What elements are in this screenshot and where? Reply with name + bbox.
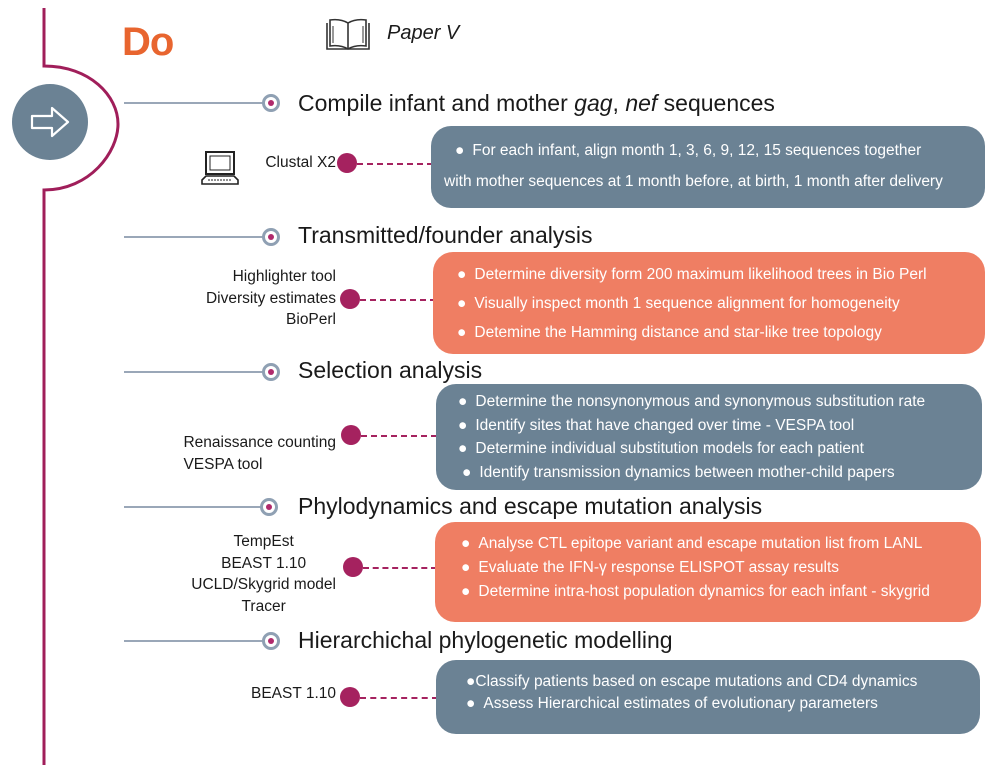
section-heading: Transmitted/founder analysis	[298, 222, 593, 248]
task-box: ●Analyse CTL epitope variant and escape …	[435, 522, 981, 622]
section-connector-line	[124, 371, 264, 373]
connector-dash	[357, 163, 433, 165]
tool-name: UCLD/Skygrid model	[191, 576, 336, 593]
section-connector-line	[124, 236, 264, 238]
task-item: ●For each infant, align month 1, 3, 6, 9…	[455, 142, 922, 159]
task-item: ●Visually inspect month 1 sequence align…	[457, 295, 900, 312]
timeline-line	[42, 8, 120, 765]
arrow-circle	[12, 84, 88, 160]
connector-dash	[363, 567, 437, 569]
arrow-right-icon	[30, 106, 70, 138]
book-icon	[323, 17, 373, 60]
task-item: with mother sequences at 1 month before,…	[444, 173, 943, 190]
task-item: ●Classify patients based on escape mutat…	[466, 673, 918, 690]
section-marker	[262, 363, 280, 381]
tool-name: BEAST 1.10	[250, 685, 336, 702]
connector-dot	[337, 153, 357, 173]
tool-list: Highlighter tool Diversity estimates Bio…	[206, 266, 336, 331]
section-connector-line	[124, 640, 264, 642]
tool-name: TempEst	[233, 533, 294, 550]
tool-list: Clustal X2	[265, 152, 336, 174]
connector-dot	[340, 687, 360, 707]
section-marker	[262, 94, 280, 112]
section-heading: Selection analysis	[298, 357, 483, 383]
section-marker	[262, 228, 280, 246]
tool-list: Renaissance counting VESPA tool	[183, 432, 336, 475]
tool-list: BEAST 1.10	[251, 683, 336, 705]
connector-dash	[360, 697, 438, 699]
task-item: ●Assess Hierarchical estimates of evolut…	[466, 695, 878, 712]
section-heading: Hierarchichal phylogenetic modelling	[298, 627, 673, 653]
tool-list: TempEst BEAST 1.10 UCLD/Skygrid model Tr…	[191, 531, 336, 617]
section-marker	[262, 632, 280, 650]
page-title: Do	[122, 20, 174, 64]
tool-name: Clustal X2	[265, 154, 336, 171]
task-box: ●For each infant, align month 1, 3, 6, 9…	[431, 126, 985, 208]
task-item: ●Determine individual substitution model…	[458, 440, 864, 457]
connector-dash	[361, 435, 437, 437]
connector-dash	[360, 299, 436, 301]
tool-name: BEAST 1.10	[221, 554, 307, 572]
section-connector-line	[124, 102, 264, 104]
connector-dot	[340, 289, 360, 309]
task-item: ●Analyse CTL epitope variant and escape …	[461, 535, 923, 552]
tool-name: BioPerl	[286, 311, 336, 328]
section-marker	[260, 498, 278, 516]
tool-name: Diversity estimates	[205, 289, 336, 307]
tool-name: Renaissance counting	[183, 434, 336, 451]
tool-name: Tracer	[241, 597, 286, 615]
tool-name: VESPA tool	[183, 455, 263, 473]
computer-icon	[200, 150, 240, 193]
connector-dot	[341, 425, 361, 445]
connector-dot	[343, 557, 363, 577]
task-item: ●Determine the nonsynonymous and synonym…	[458, 393, 926, 410]
task-box: ●Determine the nonsynonymous and synonym…	[436, 384, 982, 490]
task-item: ●Identify transmission dynamics between …	[462, 463, 895, 481]
task-item: ●Determine intra-host population dynamic…	[461, 583, 930, 600]
paper-label: Paper V	[387, 22, 460, 44]
task-item: ●Identify sites that have changed over t…	[458, 416, 855, 434]
section-connector-line	[124, 506, 264, 508]
task-box: ●Classify patients based on escape mutat…	[436, 660, 980, 734]
task-item: ●Determine diversity form 200 maximum li…	[457, 266, 927, 283]
section-heading: Phylodynamics and escape mutation analys…	[298, 493, 763, 519]
tool-name: Highlighter tool	[232, 268, 336, 285]
task-item: ●Detemine the Hamming distance and star-…	[457, 324, 882, 341]
task-box: ●Determine diversity form 200 maximum li…	[433, 252, 985, 354]
task-item: ●Evaluate the IFN-γ response ELISPOT ass…	[461, 559, 840, 576]
section-heading: Compile infant and mother gag, nef seque…	[298, 90, 775, 116]
